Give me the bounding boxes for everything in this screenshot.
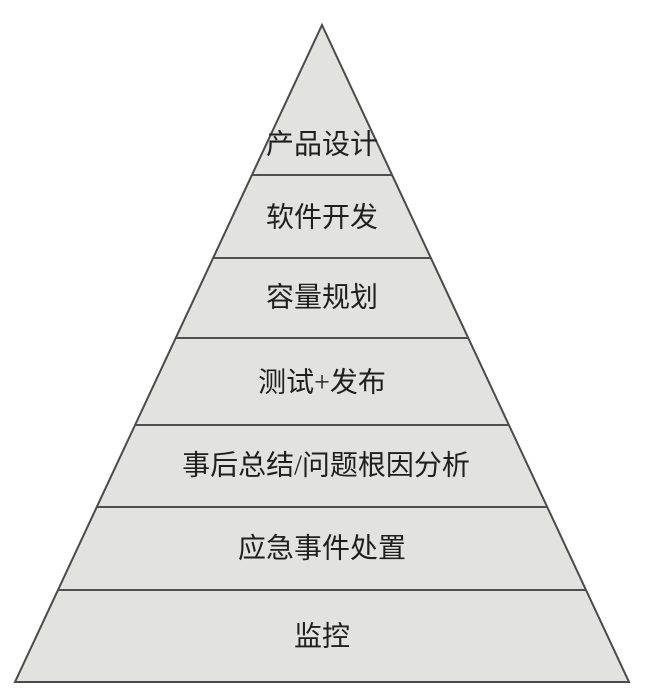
pyramid-level-label-7: 监控 <box>294 621 350 653</box>
pyramid-level-label-3: 容量规划 <box>266 282 378 314</box>
pyramid-level-label-5: 事后总结/问题根因分析 <box>182 450 470 482</box>
pyramid-level-label-6: 应急事件处置 <box>238 533 406 565</box>
pyramid-level-label-2: 软件开发 <box>266 202 378 234</box>
pyramid-level-label-4: 测试+发布 <box>258 367 386 399</box>
pyramid-level-label-1: 产品设计 <box>266 129 378 161</box>
pyramid-shape <box>13 22 631 683</box>
